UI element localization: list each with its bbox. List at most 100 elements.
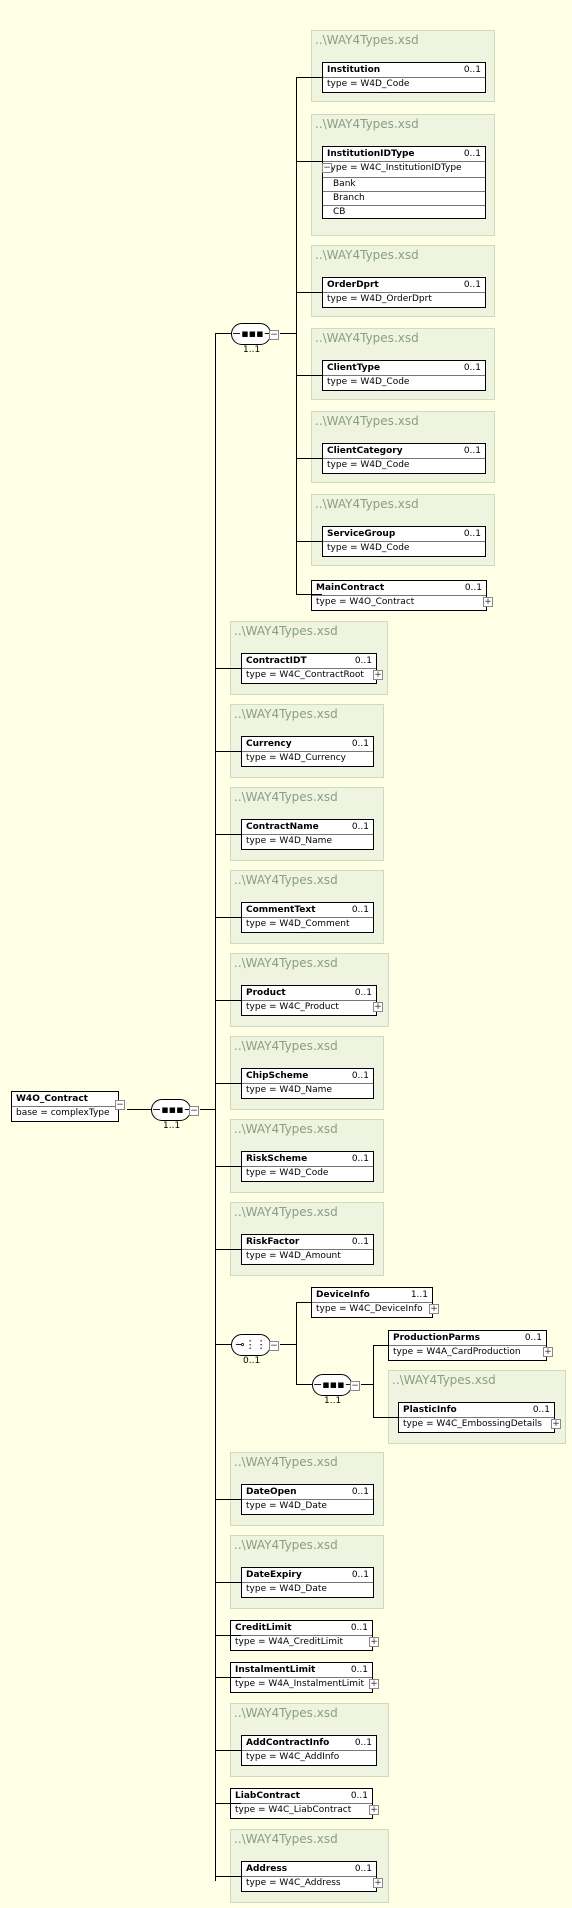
connector-line [373,1417,398,1418]
element-divider [399,1417,554,1418]
connector-line [280,1344,296,1345]
connector-line [215,917,241,918]
namespace-label: ..\WAY4Types.xsd [234,1205,338,1219]
expand-icon[interactable]: + [373,670,383,680]
element-occurs: 0..1 [354,988,372,998]
sequence-icon: −▪▪▪− [313,1378,354,1391]
element-type: type = W4A_CreditLimit [235,1637,344,1647]
element-divider [231,1803,372,1804]
collapse-icon[interactable]: − [189,1106,199,1116]
collapse-icon[interactable]: − [115,1100,125,1110]
element-name: LiabContract [235,1791,300,1801]
element-name: ServiceGroup [327,529,396,539]
element-occurs: 0..1 [351,1237,369,1247]
element-occurs: 0..1 [463,446,481,456]
expand-icon[interactable]: + [543,1347,553,1357]
expand-icon[interactable]: + [369,1805,379,1815]
element-divider [323,375,485,376]
namespace-label: ..\WAY4Types.xsd [234,624,338,638]
connector-line [361,1384,373,1385]
choice-compositor-device[interactable]: ⊸⋮⋮− [231,1334,279,1356]
element-name: InstitutionIDType [327,149,415,159]
element-type: type = W4D_Date [246,1501,327,1511]
sequence-compositor-top[interactable]: −▪▪▪−− [231,323,279,345]
namespace-label: ..\WAY4Types.xsd [315,33,419,47]
expand-icon[interactable]: + [373,1878,383,1888]
element-name: ContractIDT [246,656,307,666]
connector-line [200,1109,215,1110]
connector-line [215,834,241,835]
collapse-icon[interactable]: − [350,1381,360,1391]
namespace-label: ..\WAY4Types.xsd [234,707,338,721]
expand-icon[interactable]: + [369,1637,379,1647]
element-type: type = W4C_LiabContract [235,1805,352,1815]
element-divider [323,161,485,162]
sequence-icon: −▪▪▪− [152,1103,193,1116]
element-occurs: 0..1 [350,1665,368,1675]
element-type: type = W4D_Code [327,79,410,89]
element-divider [242,1750,376,1751]
element-type: type = W4D_OrderDprt [327,294,432,304]
expand-icon[interactable]: + [429,1304,439,1314]
group-occurs: 0..1 [243,1356,261,1366]
element-name: ClientType [327,363,381,373]
element-divider [12,1106,118,1107]
element-name: MainContract [316,583,385,593]
connector-line [296,458,322,459]
collapse-icon[interactable]: − [322,163,332,173]
element-occurs: 0..1 [351,905,369,915]
expand-icon[interactable]: + [373,1002,383,1012]
connector-line [296,1302,311,1303]
element-occurs: 0..1 [524,1333,542,1343]
element-type: type = W4C_DeviceInfo [316,1304,423,1314]
element-liab-contract[interactable]: LiabContract 0..1 type = W4C_LiabContract + [230,1788,379,1819]
element-name: ProductionParms [393,1333,480,1343]
namespace-label: ..\WAY4Types.xsd [234,790,338,804]
element-type: type = W4D_Code [246,1168,329,1178]
sequence-compositor-main[interactable]: −▪▪▪−− [151,1099,199,1121]
collapse-icon[interactable]: − [269,330,279,340]
element-occurs: 0..1 [354,1864,372,1874]
connector-line [296,161,322,162]
expand-icon[interactable]: + [483,597,493,607]
namespace-label: ..\WAY4Types.xsd [315,497,419,511]
element-occurs: 0..1 [463,280,481,290]
element-occurs: 0..1 [350,1791,368,1801]
connector-line [373,1345,388,1346]
sequence-compositor-production[interactable]: −▪▪▪−− [312,1374,360,1396]
expand-icon[interactable]: + [551,1419,561,1429]
expand-icon[interactable]: + [369,1679,379,1689]
element-type: type = W4O_Contract [316,597,415,607]
element-name: RiskScheme [246,1154,308,1164]
collapse-icon[interactable]: − [269,1341,279,1351]
group-occurs: 1..1 [324,1396,342,1406]
connector-line [296,375,322,376]
element-occurs: 0..1 [351,822,369,832]
element-type: type = W4C_ContractRoot [246,670,364,680]
